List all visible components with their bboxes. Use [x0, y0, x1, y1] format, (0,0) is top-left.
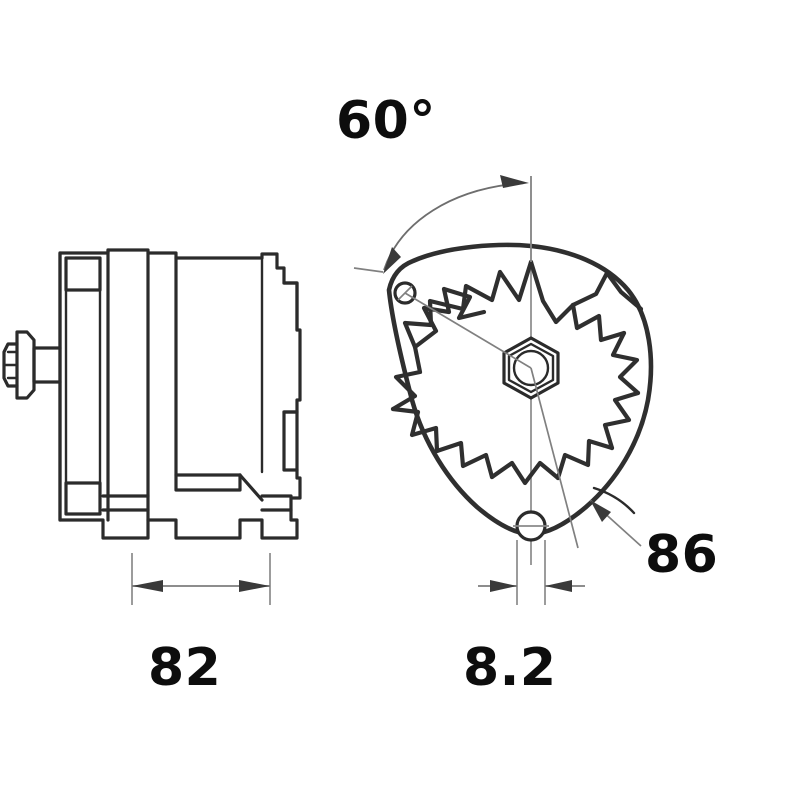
- side-view-terminal-block-upper: [282, 281, 299, 332]
- fan-blade-3: [412, 286, 452, 350]
- dim-82-arrow-right: [239, 580, 270, 592]
- fan-blade-11: [610, 330, 641, 396]
- center-hex-nut-outer: [502, 336, 560, 400]
- dim-82-arrow-left: [132, 580, 163, 592]
- side-view-group: [2, 248, 302, 540]
- cooling-fan-group: [390, 259, 644, 486]
- fan-blade-6: [390, 406, 440, 454]
- dimension-60-group: 60°: [336, 91, 532, 274]
- fan-blade-13: [528, 259, 576, 325]
- dimension-82-group: 82: [131, 553, 271, 698]
- fan-blade-14: [570, 270, 610, 308]
- dimension-8-2-group: 8.2: [463, 540, 585, 698]
- fan-blade-1: [460, 259, 534, 312]
- side-view-base-flange-right: [260, 494, 293, 512]
- dim-86-label: 86: [645, 525, 718, 585]
- dim-60-label: 60°: [336, 91, 436, 151]
- fan-blade-15: [604, 270, 644, 312]
- fan-blade-4: [441, 286, 487, 321]
- construction-line-lower: [530, 367, 579, 549]
- center-bore: [512, 349, 550, 387]
- end-view-housing-outline: [386, 242, 654, 537]
- dim-8-2-arrow-right: [545, 580, 572, 592]
- angle-60-ext-line: [353, 267, 384, 273]
- angle-60-arrow-right: [500, 175, 529, 188]
- side-view-terminal-block-mid: [282, 410, 299, 472]
- dim-86-arrow: [590, 500, 611, 522]
- fan-blade-8: [489, 460, 561, 486]
- side-view-body-outline: [58, 248, 302, 540]
- dim-8-2-label: 8.2: [463, 638, 557, 698]
- upper-mount-hole: [393, 281, 417, 305]
- side-view-support-web: [238, 473, 264, 502]
- angle-60-arrow-left: [383, 247, 401, 274]
- dim-86-arc: [592, 486, 636, 515]
- dimension-86-group: 86: [589, 486, 718, 585]
- fan-blade-12: [570, 302, 627, 343]
- side-view-base-flange: [101, 494, 150, 512]
- fan-blade-9: [555, 438, 615, 481]
- side-view-rear-bracket-inner-lower: [64, 481, 102, 516]
- fan-blade-10: [602, 390, 641, 451]
- side-view-mounting-foot: [174, 473, 242, 492]
- dim-8-2-arrow-left: [490, 580, 517, 592]
- center-hex-nut-inner: [507, 342, 555, 394]
- shaft-hex-nut: [15, 330, 36, 400]
- end-view-group: [386, 176, 654, 565]
- construction-line-upper: [404, 292, 532, 369]
- dim-82-label: 82: [148, 638, 221, 698]
- fan-blade-7: [434, 440, 495, 480]
- fan-blade-5: [390, 344, 423, 412]
